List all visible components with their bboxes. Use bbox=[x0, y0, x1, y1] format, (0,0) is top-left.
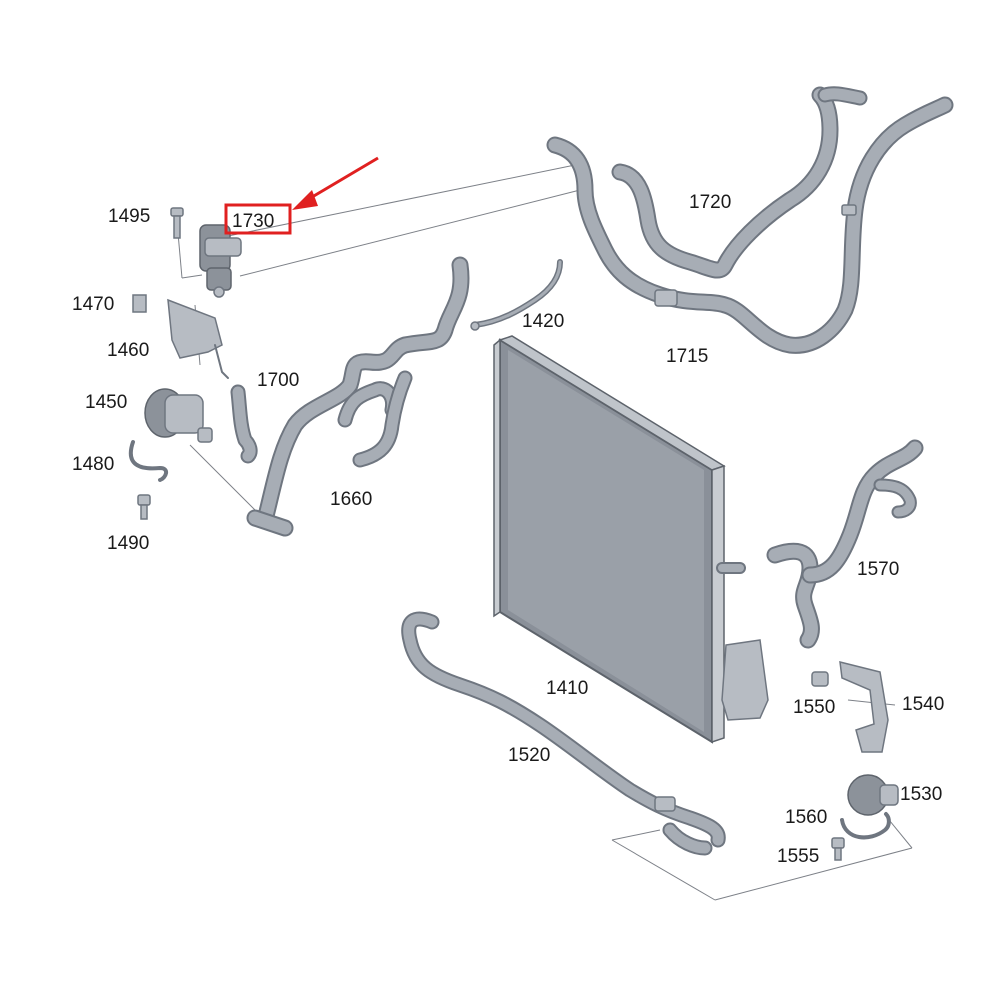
part-reservoir[interactable] bbox=[721, 639, 769, 721]
label-1520[interactable]: 1520 bbox=[508, 745, 550, 766]
part-1730-pump[interactable] bbox=[199, 224, 242, 298]
label-1560[interactable]: 1560 bbox=[785, 807, 827, 828]
part-1460-bracket[interactable] bbox=[167, 298, 229, 379]
label-1480[interactable]: 1480 bbox=[72, 454, 114, 475]
part-1490-screw[interactable] bbox=[137, 494, 151, 520]
label-1460[interactable]: 1460 bbox=[107, 340, 149, 361]
part-labels: 1495 1730 1470 1460 1700 1450 1480 1490 … bbox=[72, 192, 944, 867]
part-1495-bolt[interactable] bbox=[170, 207, 184, 239]
label-1700[interactable]: 1700 bbox=[257, 370, 299, 391]
highlight-arrow bbox=[301, 156, 379, 205]
label-1715[interactable]: 1715 bbox=[666, 346, 708, 367]
part-1550-cap[interactable] bbox=[811, 671, 829, 687]
highlight-1730 bbox=[224, 156, 379, 235]
part-1520-hose[interactable] bbox=[401, 611, 726, 856]
label-1730[interactable]: 1730 bbox=[232, 211, 274, 232]
label-1470[interactable]: 1470 bbox=[72, 294, 114, 315]
highlight-arrow-head bbox=[292, 190, 318, 210]
part-1480-clamp[interactable] bbox=[129, 440, 168, 482]
part-1530-pump[interactable] bbox=[847, 774, 899, 816]
part-1410-radiator[interactable] bbox=[493, 335, 746, 744]
part-1560-clamp[interactable] bbox=[840, 812, 891, 840]
part-1700-hose[interactable] bbox=[230, 384, 258, 464]
highlight-box bbox=[224, 203, 292, 235]
label-1530[interactable]: 1530 bbox=[900, 784, 942, 805]
leader-lines bbox=[177, 164, 913, 901]
label-1540[interactable]: 1540 bbox=[902, 694, 944, 715]
part-1420-pipe[interactable] bbox=[470, 259, 563, 331]
part-1715-hose[interactable] bbox=[546, 96, 954, 354]
label-1720[interactable]: 1720 bbox=[689, 192, 731, 213]
part-1540-bracket[interactable] bbox=[839, 661, 889, 753]
label-1410[interactable]: 1410 bbox=[546, 678, 588, 699]
part-1555-screw[interactable] bbox=[831, 837, 845, 861]
label-1570[interactable]: 1570 bbox=[857, 559, 899, 580]
label-1420[interactable]: 1420 bbox=[522, 311, 564, 332]
part-1470-clip[interactable] bbox=[132, 294, 147, 313]
label-1495[interactable]: 1495 bbox=[108, 206, 150, 227]
label-1450[interactable]: 1450 bbox=[85, 392, 127, 413]
part-1660-hose[interactable] bbox=[246, 256, 470, 537]
part-1450-aux-pump[interactable] bbox=[144, 388, 213, 443]
label-1660[interactable]: 1660 bbox=[330, 489, 372, 510]
part-1570-hose[interactable] bbox=[766, 439, 924, 649]
label-1550[interactable]: 1550 bbox=[793, 697, 835, 718]
part-1720-hose[interactable] bbox=[611, 86, 868, 279]
label-1490[interactable]: 1490 bbox=[107, 533, 149, 554]
label-1555[interactable]: 1555 bbox=[777, 846, 819, 867]
